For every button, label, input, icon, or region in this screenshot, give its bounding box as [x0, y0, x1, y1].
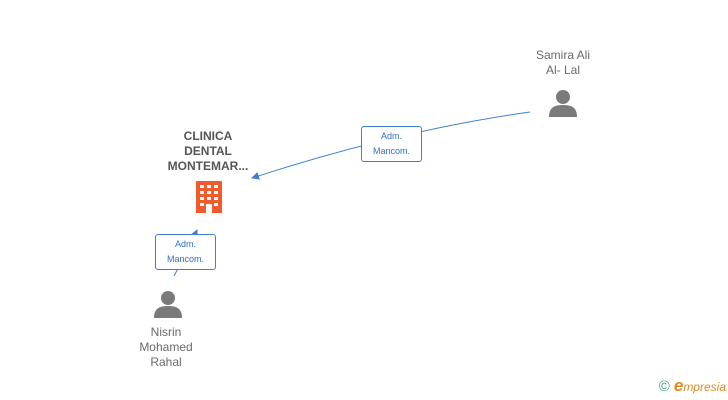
- building-icon[interactable]: [192, 180, 226, 214]
- relation-badge[interactable]: Adm. Mancom.: [361, 126, 422, 162]
- brand-name: mpresia: [683, 380, 726, 394]
- person-name-line: Nisrin: [150, 325, 182, 339]
- person-name-line: Mohamed: [139, 340, 193, 354]
- person-icon[interactable]: [153, 289, 183, 319]
- person-icon[interactable]: [548, 88, 578, 118]
- person-name-line: Rahal: [150, 355, 182, 369]
- company-name-line: CLINICA: [183, 129, 233, 143]
- person-name-nisrin[interactable]: Nisrin Mohamed Rahal: [116, 325, 216, 370]
- relation-badge[interactable]: Adm. Mancom.: [155, 234, 216, 270]
- brand-logo: © empresia: [659, 376, 726, 396]
- brand-initial: e: [673, 376, 684, 395]
- relation-role: Mancom.: [372, 146, 410, 156]
- copyright-icon: ©: [658, 377, 670, 395]
- company-name[interactable]: CLINICA DENTAL MONTEMAR...: [148, 129, 268, 174]
- relation-role: Adm.: [174, 239, 196, 249]
- person-name-line: Al- Lal: [545, 63, 580, 77]
- company-name-line: DENTAL: [184, 144, 232, 158]
- relation-role: Adm.: [380, 131, 402, 141]
- person-name-line: Samira Ali: [535, 48, 591, 62]
- relation-role: Mancom.: [166, 254, 204, 264]
- person-name-samira[interactable]: Samira Ali Al- Lal: [513, 48, 613, 78]
- company-name-line: MONTEMAR...: [167, 159, 249, 173]
